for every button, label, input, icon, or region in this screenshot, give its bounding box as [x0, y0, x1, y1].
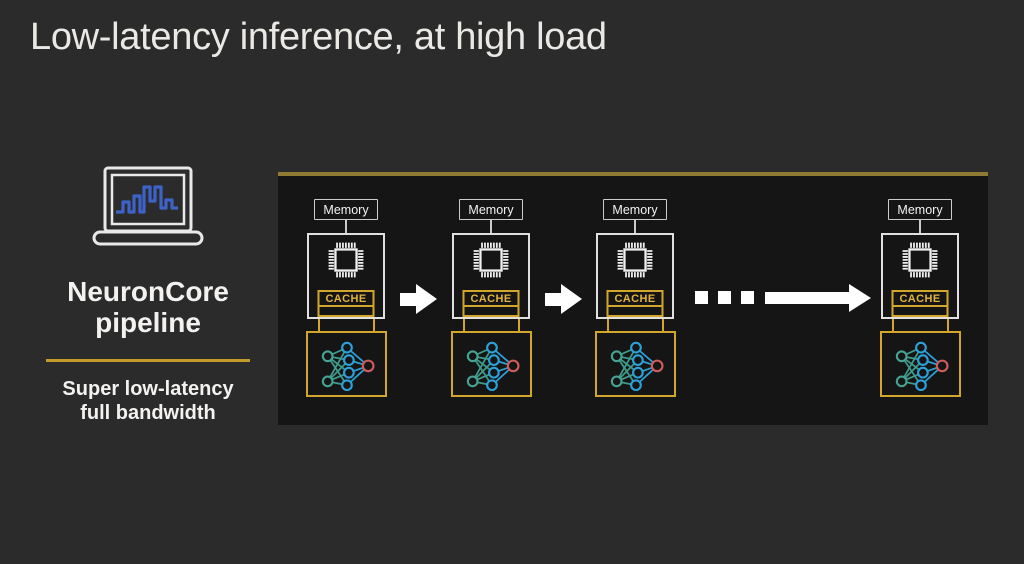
sidebar-subheading-line1: Super low-latency: [62, 378, 234, 400]
sidebar-subheading-line2: full bandwidth: [80, 402, 216, 424]
chip-model-dashed-connectors: [462, 319, 520, 331]
ellipsis-dots: [695, 291, 754, 304]
neural-network-icon: [610, 341, 664, 391]
cache-box: CACHE: [606, 290, 664, 307]
memory-box: Memory: [888, 199, 952, 220]
memory-chip-connector: [345, 220, 347, 233]
cache-label: CACHE: [325, 292, 367, 305]
model-box: [879, 331, 961, 397]
dashed-connector: [372, 319, 375, 331]
pipeline-panel: Memory CACHE: [278, 172, 988, 425]
memory-label: Memory: [468, 202, 514, 217]
gold-divider: [46, 359, 250, 362]
model-box: [305, 331, 387, 397]
sidebar-heading-line2: pipeline: [95, 307, 201, 338]
ellipsis-dot: [741, 291, 754, 304]
dashed-connector: [517, 319, 520, 331]
ellipsis-dot: [718, 291, 731, 304]
pipeline-arrow-2: [545, 284, 582, 314]
pipeline-arrow-1: [400, 284, 437, 314]
model-box: [594, 331, 676, 397]
cache-box: CACHE: [891, 290, 949, 307]
sidebar-subheading: Super low-latency full bandwidth: [40, 377, 256, 425]
dashed-connector: [891, 319, 894, 331]
neuroncore-chip-box: CACHE: [596, 233, 674, 319]
memory-box: Memory: [314, 199, 378, 220]
memory-chip-connector: [634, 220, 636, 233]
dashed-connector: [946, 319, 949, 331]
dashed-connector: [462, 319, 465, 331]
cache-bracket: [891, 307, 949, 317]
chip-model-dashed-connectors: [606, 319, 664, 331]
memory-label: Memory: [612, 202, 658, 217]
arrow-shaft: [400, 292, 416, 306]
neural-network-icon: [321, 341, 375, 391]
memory-chip-connector: [490, 220, 492, 233]
dashed-connector: [317, 319, 320, 331]
arrow-head: [561, 284, 582, 314]
memory-box: Memory: [603, 199, 667, 220]
cache-label: CACHE: [614, 292, 656, 305]
neural-network-icon: [895, 341, 949, 391]
waveform-glyph: [116, 185, 178, 214]
model-box: [450, 331, 532, 397]
cache-bracket: [462, 307, 520, 317]
pipeline-stage: Memory CACHE: [879, 199, 961, 397]
cache-bracket: [317, 307, 375, 317]
arrow-shaft: [545, 292, 561, 306]
sidebar-heading: NeuronCore pipeline: [40, 276, 256, 338]
slide-title: Low-latency inference, at high load: [30, 16, 607, 58]
pipeline-stage: Memory CACHE: [450, 199, 532, 397]
neural-network-icon: [466, 341, 520, 391]
cache-box: CACHE: [462, 290, 520, 307]
ellipsis-dot: [695, 291, 708, 304]
sidebar: NeuronCore pipeline Super low-latency fu…: [40, 166, 256, 425]
pipeline-long-arrow: [765, 283, 871, 313]
neuroncore-chip-box: CACHE: [881, 233, 959, 319]
dashed-connector: [661, 319, 664, 331]
neuroncore-chip-box: CACHE: [452, 233, 530, 319]
laptop-waveform-icon: [92, 166, 204, 246]
processor-chip-icon: [902, 242, 938, 278]
arrow-head: [416, 284, 437, 314]
memory-box: Memory: [459, 199, 523, 220]
memory-chip-connector: [919, 220, 921, 233]
processor-chip-icon: [617, 242, 653, 278]
arrow-shaft: [765, 292, 849, 304]
sidebar-heading-line1: NeuronCore: [67, 276, 229, 307]
cache-bracket: [606, 307, 664, 317]
pipeline-stage: Memory CACHE: [594, 199, 676, 397]
memory-label: Memory: [897, 202, 943, 217]
chip-model-dashed-connectors: [891, 319, 949, 331]
arrow-head: [849, 284, 871, 312]
dashed-connector: [606, 319, 609, 331]
memory-label: Memory: [323, 202, 369, 217]
cache-box: CACHE: [317, 290, 375, 307]
processor-chip-icon: [473, 242, 509, 278]
cache-label: CACHE: [899, 292, 941, 305]
processor-chip-icon: [328, 242, 364, 278]
cache-label: CACHE: [470, 292, 512, 305]
pipeline-stage: Memory CACHE: [305, 199, 387, 397]
neuroncore-chip-box: CACHE: [307, 233, 385, 319]
chip-model-dashed-connectors: [317, 319, 375, 331]
